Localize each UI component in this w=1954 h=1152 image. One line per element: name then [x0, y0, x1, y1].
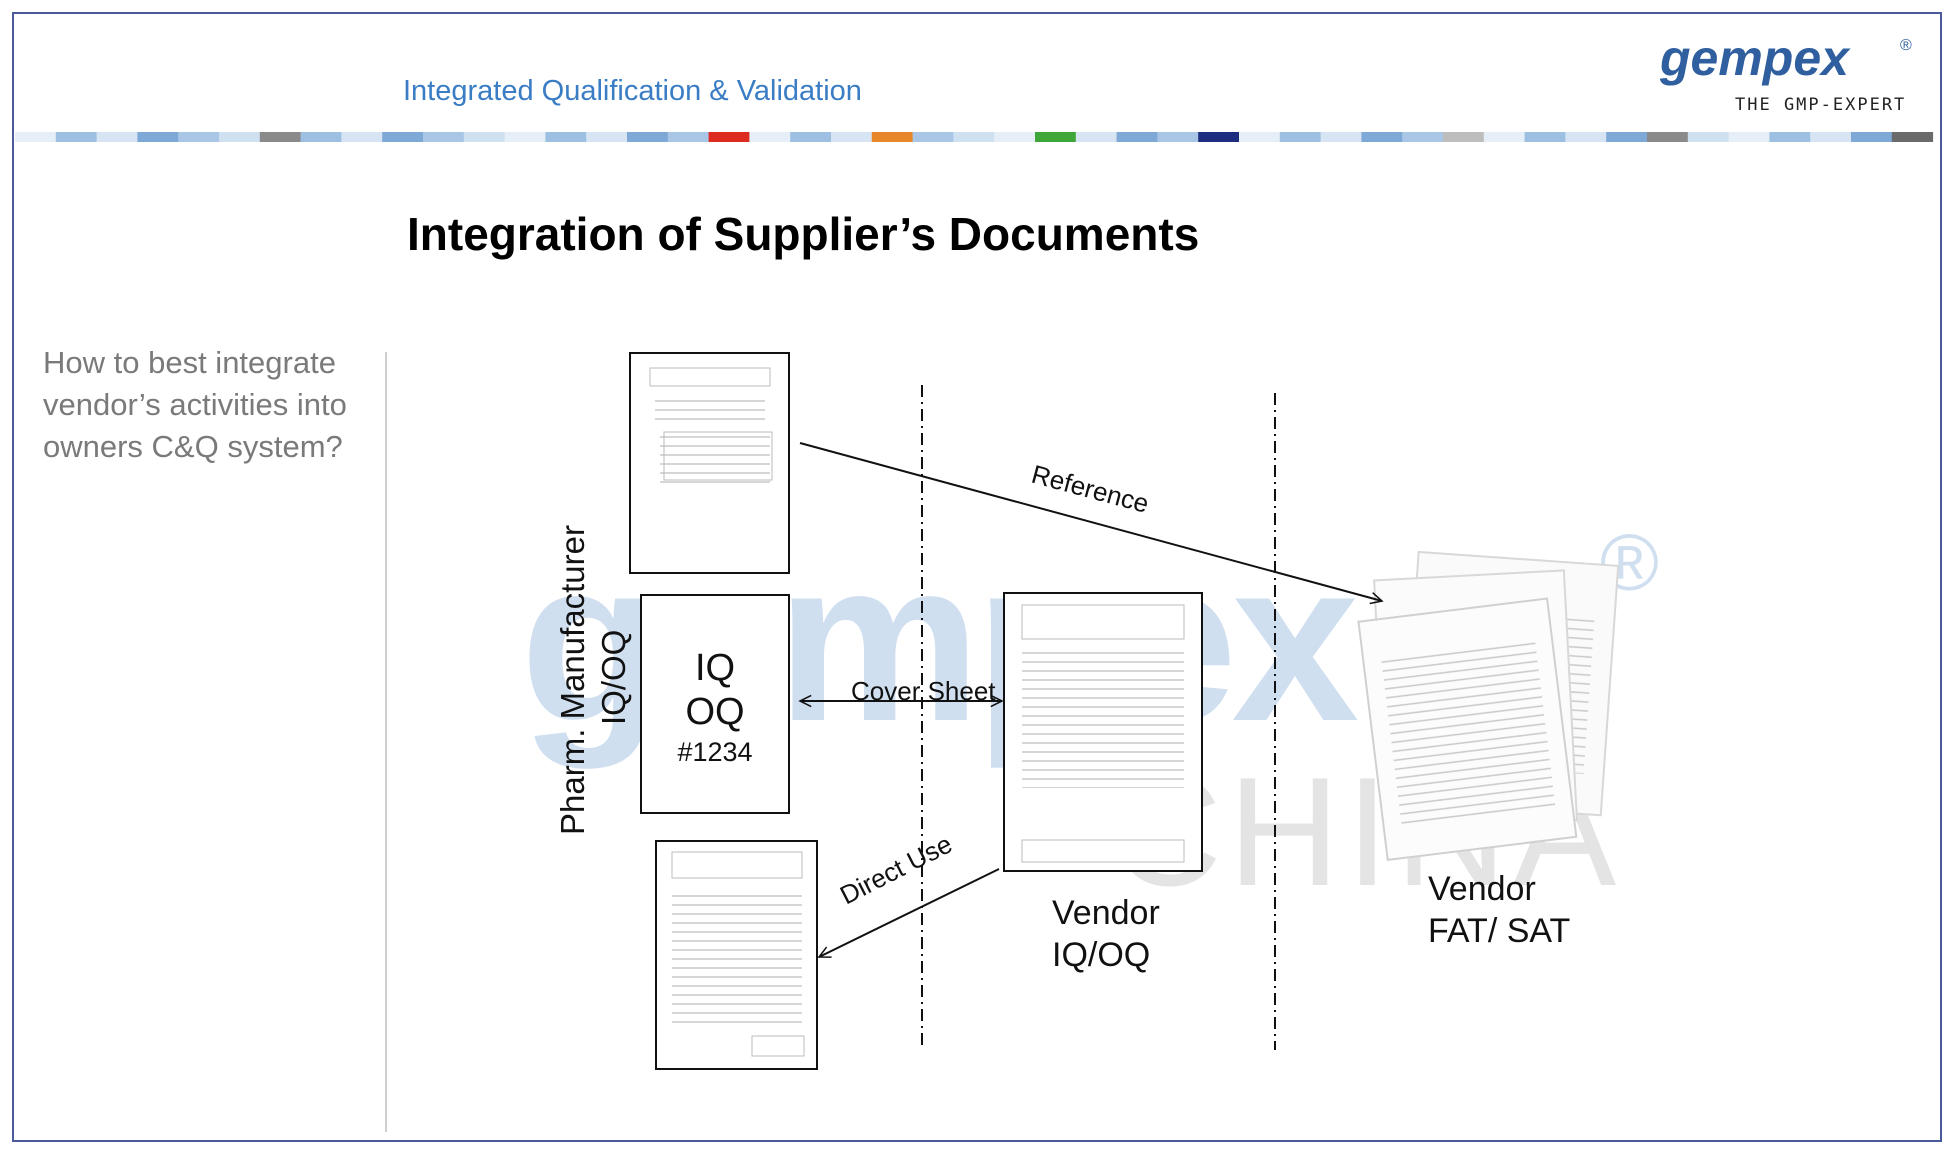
- stripe-segment: [300, 132, 342, 142]
- stripe-segment: [1035, 132, 1077, 142]
- side-question-line: vendor’s activities into: [43, 387, 347, 422]
- stripe-segment: [1198, 132, 1240, 142]
- stripe-segment: [15, 132, 57, 142]
- stripe-segment: [545, 132, 587, 142]
- stripe-segment: [259, 132, 302, 142]
- slide-frame: [12, 12, 1942, 1142]
- stripe-segment: [912, 132, 954, 142]
- stripe-segment: [1361, 132, 1403, 142]
- vendor-iqoq-label-line2: IQ/OQ: [1052, 936, 1150, 974]
- stripe-segment: [1239, 132, 1281, 142]
- stripe-segment: [1443, 132, 1485, 142]
- stripe-segment: [1565, 132, 1607, 142]
- side-question-line: owners C&Q system?: [43, 429, 343, 464]
- vendor-iqoq-label-line1: Vendor: [1052, 894, 1160, 932]
- stripe-segment: [953, 132, 995, 142]
- stripe-segment: [1810, 132, 1852, 142]
- doc-box-number: #1234: [677, 737, 752, 767]
- brand-wordmark: gempex: [1659, 30, 1851, 86]
- stripe-segment: [831, 132, 873, 142]
- stripe-segment: [219, 132, 261, 142]
- stripe-segment: [1116, 132, 1158, 142]
- vendor-fat-label-line1: Vendor: [1428, 870, 1536, 908]
- stripe-segment: [137, 132, 179, 142]
- manufacturer-label-line1: Pharm. Manufacturer: [554, 525, 591, 835]
- manufacturer-label-line2: IQ/OQ: [595, 630, 632, 725]
- stripe-segment: [586, 132, 628, 142]
- stripe-segment: [1851, 132, 1893, 142]
- stripe-segment: [1687, 132, 1730, 142]
- slide-title: Integration of Supplier’s Documents: [407, 208, 1199, 260]
- stripe-segment: [1606, 132, 1648, 142]
- header-color-stripe: [15, 132, 1934, 142]
- stripe-segment: [1891, 132, 1934, 142]
- doc-box-iq: IQ: [695, 647, 735, 689]
- stripe-segment: [1524, 132, 1566, 142]
- manufacturer-reference-document: [629, 352, 790, 574]
- stripe-segment: [871, 132, 914, 142]
- stripe-segment: [1320, 132, 1362, 142]
- stripe-segment: [55, 132, 98, 142]
- stripe-segment: [1483, 132, 1526, 142]
- vendor-fat-sat-documents: [1357, 550, 1620, 862]
- direct-use-arrow: [819, 868, 1000, 958]
- stripe-segment: [1402, 132, 1444, 142]
- vendor-iqoq-document: [1003, 592, 1203, 872]
- stripe-segment: [96, 132, 138, 142]
- doc-box-oq: OQ: [685, 691, 744, 733]
- brand-registered-mark: ®: [1900, 37, 1912, 54]
- cover-sheet-arrow-label: Cover Sheet: [851, 676, 996, 706]
- stripe-segment: [341, 132, 383, 142]
- reference-arrow: [799, 442, 1382, 601]
- stripe-segment: [1728, 132, 1770, 142]
- stripe-segment: [463, 132, 506, 142]
- brand-tagline: THE GMP-EXPERT: [1735, 95, 1906, 115]
- stripe-segment: [178, 132, 220, 142]
- stripe-segment: [382, 132, 424, 142]
- stripe-segment: [1075, 132, 1118, 142]
- header-subtitle: Integrated Qualification & Validation: [403, 75, 862, 107]
- stripe-segment: [790, 132, 832, 142]
- stripe-segment: [1279, 132, 1322, 142]
- manufacturer-iqoq-document: IQ OQ #1234: [640, 594, 790, 814]
- stripe-segment: [667, 132, 710, 142]
- stripe-segment: [627, 132, 669, 142]
- stripe-segment: [423, 132, 465, 142]
- stripe-segment: [708, 132, 750, 142]
- stripe-segment: [1647, 132, 1689, 142]
- side-question: How to best integrate vendor’s activitie…: [43, 345, 355, 464]
- stripe-segment: [994, 132, 1036, 142]
- manufacturer-direct-use-document: [655, 840, 818, 1070]
- side-question-line: How to best integrate: [43, 345, 336, 380]
- stripe-segment: [1157, 132, 1199, 142]
- gempex-logo: gempex ® THE GMP-EXPERT: [1659, 30, 1912, 115]
- stripe-segment: [1769, 132, 1811, 142]
- stripe-segment: [749, 132, 791, 142]
- vendor-fat-label-line2: FAT/ SAT: [1428, 912, 1570, 950]
- stripe-segment: [504, 132, 546, 142]
